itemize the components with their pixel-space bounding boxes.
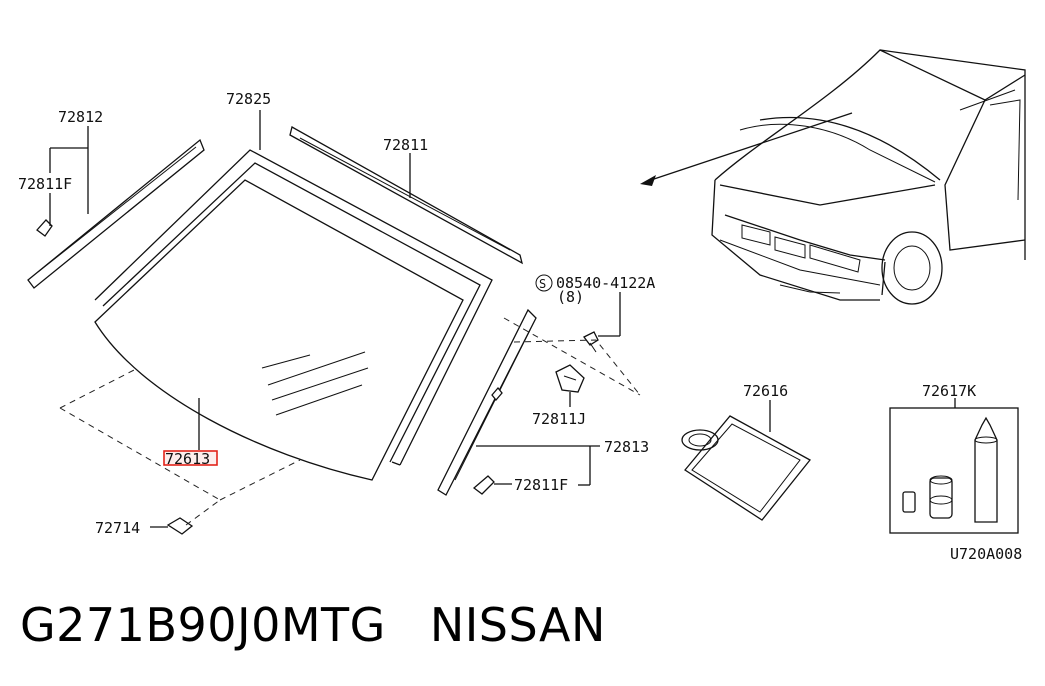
label-72811j[interactable]: 72811J (532, 410, 586, 428)
roof-molding[interactable] (289, 126, 523, 265)
footer-caption: G271B90J0MTG NISSAN (20, 598, 606, 658)
label-08540-qty: (8) (557, 288, 584, 306)
sealant-kit-72616[interactable] (681, 415, 811, 521)
label-72811f-left[interactable]: 72811F (18, 175, 72, 193)
dam-72714[interactable] (166, 517, 194, 535)
label-72811[interactable]: 72811 (383, 136, 428, 154)
diagram-code: U720A008 (950, 545, 1022, 563)
label-72617k[interactable]: 72617K (922, 382, 976, 400)
parts-diagram: 72812 72825 72811 72811F S 08540-4122A (… (18, 49, 1026, 563)
pillar-molding-left[interactable] (27, 138, 205, 289)
label-72825[interactable]: 72825 (226, 90, 271, 108)
label-72813[interactable]: 72813 (604, 438, 649, 456)
screw-symbol-icon (535, 274, 553, 292)
highlight-box (163, 450, 218, 466)
screw-symbol-letter: S (539, 277, 546, 291)
adhesive-kit-72617k[interactable] (889, 407, 1019, 534)
part-number: G271B90J0MTG (20, 598, 386, 652)
label-08540-4122a[interactable]: 08540-4122A (556, 274, 655, 292)
clip-72811j[interactable] (555, 364, 585, 393)
screw-08540[interactable] (583, 331, 599, 353)
label-72616[interactable]: 72616 (743, 382, 788, 400)
windshield-molding[interactable] (94, 149, 493, 466)
car-illustration (640, 49, 1026, 305)
label-72613[interactable]: 72613 (165, 450, 210, 468)
windshield-glass[interactable] (94, 179, 464, 481)
pillar-molding-right[interactable] (437, 308, 537, 496)
clip-72811f-bottom[interactable] (472, 475, 495, 495)
label-72714[interactable]: 72714 (95, 519, 140, 537)
label-72812[interactable]: 72812 (58, 108, 103, 126)
label-72811f-bottom[interactable]: 72811F (514, 476, 568, 494)
brand-name: NISSAN (429, 598, 606, 652)
